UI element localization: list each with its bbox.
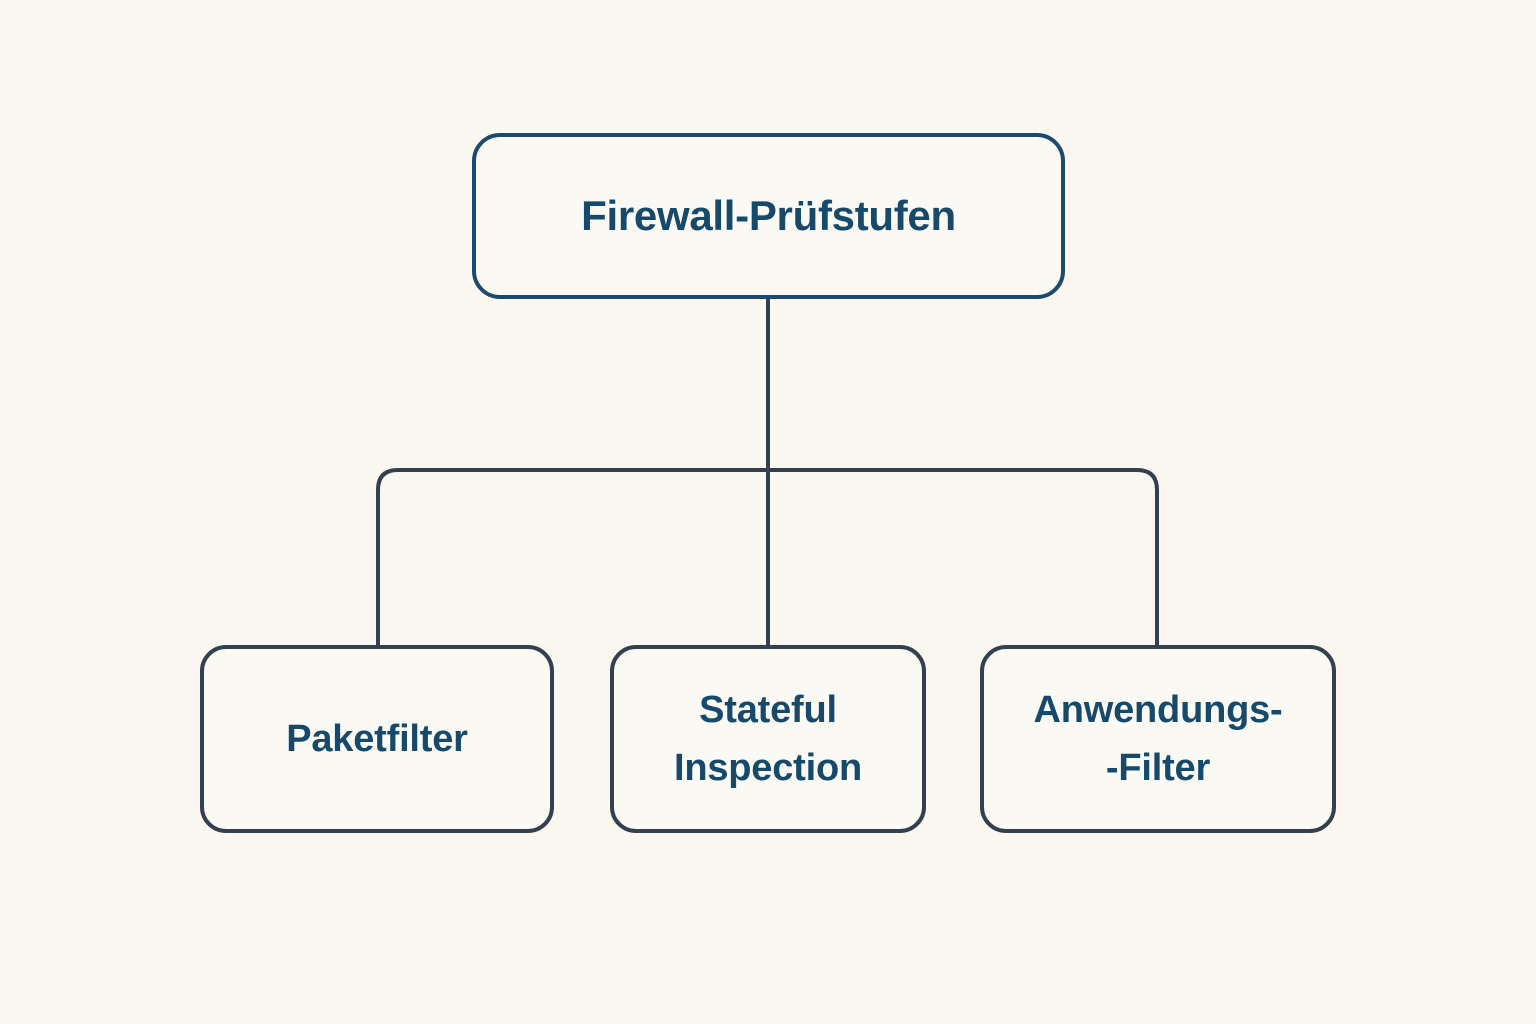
node-child-label: Stateful Inspection: [673, 689, 863, 789]
node-child-label: Anwendungs- -Filter: [1033, 689, 1283, 789]
node-child-stateful-inspection[interactable]: Stateful Inspection: [610, 645, 926, 833]
node-root-label: Firewall-Prüfstufen: [581, 192, 956, 239]
node-child-paketfilter[interactable]: Paketfilter: [200, 645, 554, 833]
connector-bus-left: [376, 468, 768, 646]
node-child-anwendungs-filter[interactable]: Anwendungs- -Filter: [980, 645, 1336, 833]
node-root[interactable]: Firewall-Prüfstufen: [472, 133, 1065, 299]
node-child-label: Paketfilter: [286, 718, 468, 760]
connector-bus-right: [768, 468, 1159, 646]
